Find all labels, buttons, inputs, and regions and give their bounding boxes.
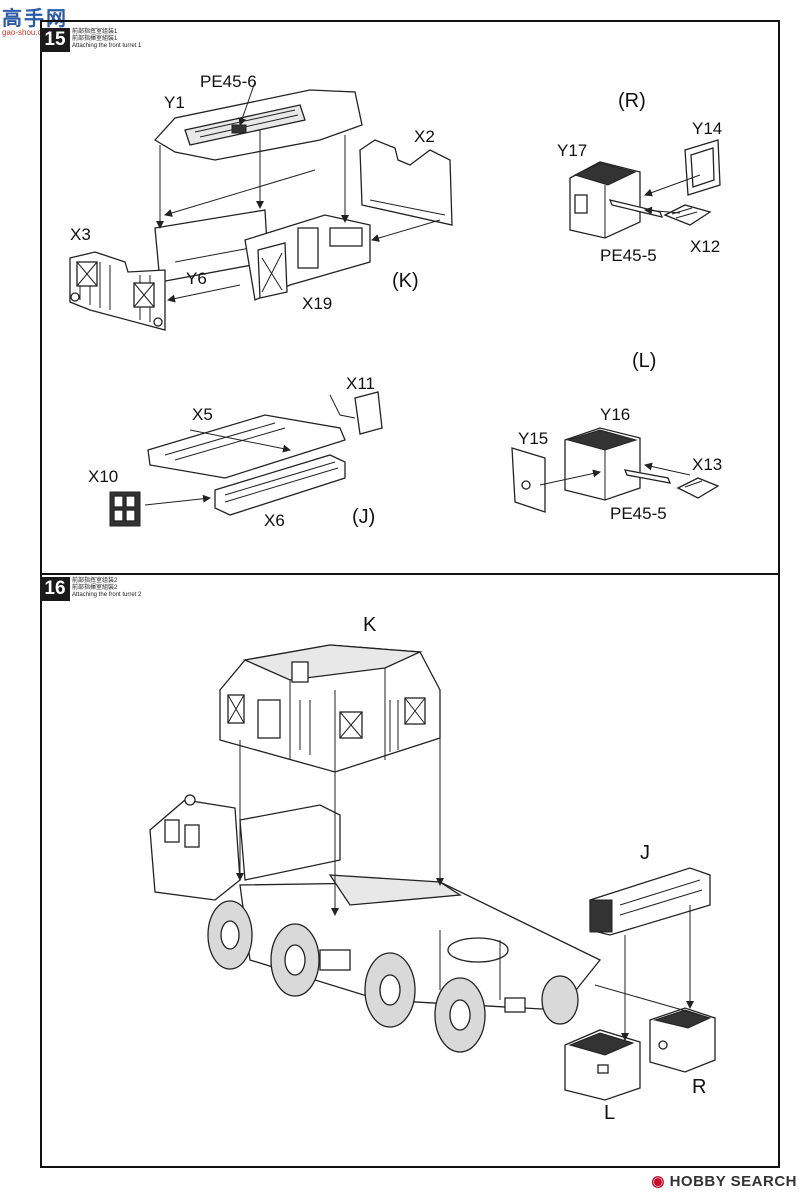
- step-15-number: 15: [40, 28, 70, 52]
- y1-roof-part: [153, 89, 363, 161]
- label-x10: X10: [88, 467, 119, 486]
- label-r-box: R: [692, 1076, 707, 1098]
- step15-l-arrows: [539, 462, 691, 486]
- step-16-number: 16: [40, 577, 70, 601]
- label-k-turret: K: [363, 614, 377, 636]
- label-y15: Y15: [518, 429, 549, 448]
- step-16-caption-cn1: 前部指挥室组装2: [72, 578, 118, 584]
- step-15-caption-cn1: 前部指挥室组装1: [72, 29, 118, 35]
- y17-box: [569, 161, 641, 239]
- step15-k-arrows: [156, 81, 441, 303]
- label-k-group: (K): [392, 270, 419, 292]
- label-pe45-5-l: PE45-5: [610, 504, 667, 523]
- x5-rail: [147, 414, 346, 479]
- label-x11: X11: [346, 374, 375, 393]
- label-y16: Y16: [600, 405, 631, 424]
- step15-j-arrows: [144, 394, 356, 506]
- hobby-search-logo-icon: ◉: [651, 1173, 670, 1190]
- label-y1: Y1: [164, 93, 185, 112]
- truck-wheels: [207, 900, 579, 1053]
- step-divider: [40, 573, 780, 575]
- label-j-group: (J): [352, 506, 376, 528]
- x11-plate: [354, 391, 383, 435]
- step-15-caption-en: Attaching the front turret 1: [72, 43, 142, 49]
- label-pe45-5-r: PE45-5: [600, 246, 657, 265]
- l-box-assembly: [564, 1029, 641, 1101]
- label-x5: X5: [192, 405, 213, 424]
- step16-arrows: [236, 738, 701, 1041]
- label-x2: X2: [414, 127, 435, 146]
- watermark-main: 高手网: [2, 8, 68, 30]
- x13-grille: [676, 477, 720, 499]
- y14-screen: [684, 139, 721, 196]
- step15-r-arrows: [644, 174, 701, 215]
- label-r-group: (R): [618, 90, 646, 112]
- label-x13: X13: [692, 455, 723, 474]
- watermark-sub: gao-shou.com: [2, 28, 53, 37]
- label-x19: X19: [302, 294, 333, 313]
- pe45-5-l-part: [623, 469, 672, 484]
- x2-side-panel: [359, 139, 453, 226]
- label-x3: X3: [70, 225, 91, 244]
- hobby-search-text: HOBBY SEARCH: [669, 1173, 797, 1190]
- label-j-rail: J: [640, 842, 650, 864]
- step-16-caption-cn2: 前部指揮室組裝2: [72, 585, 118, 591]
- r-box-assembly: [649, 1007, 716, 1073]
- x6-rail: [214, 454, 346, 516]
- x12-grille: [663, 204, 712, 226]
- label-pe45-6: PE45-6: [200, 72, 257, 91]
- label-y6: Y6: [186, 269, 207, 288]
- site-watermark: 高手网 gao-shou.com: [2, 2, 68, 37]
- j-rail-assembly: [589, 867, 711, 936]
- x19-door-panel: [244, 214, 371, 301]
- label-l-box: L: [604, 1102, 616, 1124]
- x3-side-wall: [69, 251, 166, 331]
- hobby-search-watermark: ◉ HOBBY SEARCH: [651, 1172, 797, 1190]
- truck-body: [149, 794, 602, 1013]
- y15-panel: [511, 447, 546, 513]
- label-y17: Y17: [557, 141, 588, 160]
- x10-block: [109, 491, 141, 527]
- step-16-caption-en: Attaching the front turret 2: [72, 592, 142, 598]
- label-y14: Y14: [692, 119, 723, 138]
- label-l-group: (L): [632, 350, 657, 372]
- y16-box: [564, 427, 641, 501]
- k-turret-assembly: [219, 644, 441, 773]
- label-x6: X6: [264, 511, 285, 530]
- step-15-caption-cn2: 前部指揮室組裝1: [72, 36, 118, 42]
- label-x12: X12: [690, 237, 721, 256]
